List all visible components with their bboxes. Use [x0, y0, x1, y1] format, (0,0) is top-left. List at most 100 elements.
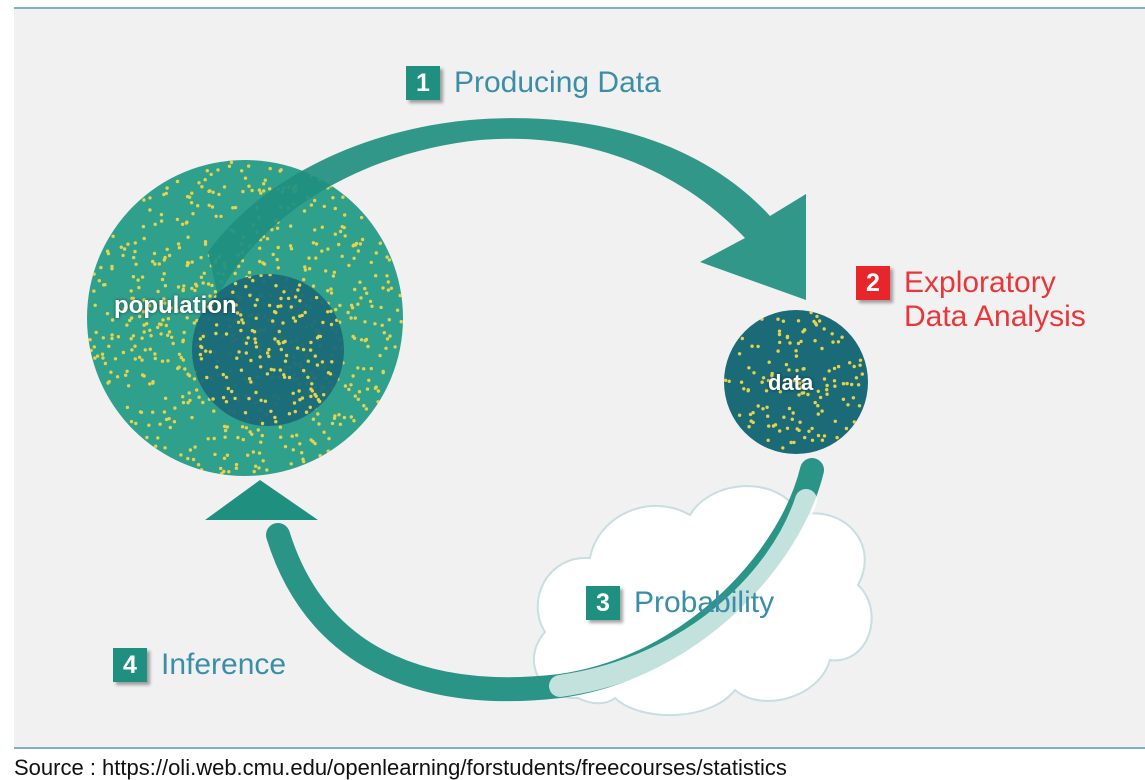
dot: [265, 351, 270, 355]
dot: [340, 225, 344, 229]
dot: [167, 253, 172, 258]
dot: [175, 217, 180, 222]
dot: [333, 232, 337, 236]
dot: [322, 393, 326, 397]
dot: [776, 317, 780, 321]
dot: [795, 368, 799, 373]
dot: [790, 417, 794, 421]
dot: [227, 164, 232, 168]
dot: [199, 275, 204, 279]
dot: [331, 274, 336, 278]
dot: [121, 253, 125, 258]
dot: [153, 222, 157, 226]
dot: [342, 415, 347, 420]
dot: [162, 310, 166, 314]
dot: [343, 213, 347, 217]
dot: [801, 330, 805, 334]
dot: [374, 274, 378, 278]
dot: [233, 205, 238, 210]
dot: [208, 294, 212, 298]
dot: [830, 332, 834, 336]
dot: [367, 378, 371, 382]
dot: [260, 421, 265, 426]
dot: [129, 419, 134, 424]
dot: [142, 330, 146, 334]
dot: [338, 422, 343, 426]
dot: [214, 331, 218, 336]
dot: [110, 333, 114, 337]
dot: [369, 366, 373, 371]
dot: [794, 354, 799, 358]
dot: [92, 289, 96, 293]
dot: [766, 438, 770, 442]
dot: [122, 247, 127, 251]
dot: [109, 370, 113, 374]
dot: [356, 397, 360, 401]
dot: [211, 397, 215, 401]
dot: [115, 375, 120, 379]
dot: [141, 310, 146, 314]
dot: [244, 284, 248, 289]
dot: [365, 291, 369, 295]
dot: [129, 289, 133, 293]
dot: [727, 379, 731, 383]
dot: [101, 336, 106, 340]
dot: [827, 369, 831, 373]
dot: [766, 414, 770, 418]
top-rule: [14, 7, 1145, 9]
dot: [142, 236, 146, 241]
dot: [110, 336, 114, 341]
dot: [816, 433, 821, 438]
dot: [770, 374, 774, 378]
dot: [309, 438, 313, 442]
dot: [241, 437, 245, 442]
dot: [333, 206, 337, 211]
dot: [272, 368, 276, 372]
dot: [193, 445, 197, 449]
dot: [110, 318, 115, 322]
dot: [258, 259, 262, 264]
data-label: data: [768, 370, 814, 395]
dot: [362, 367, 366, 371]
dot: [322, 430, 326, 434]
dot: [307, 256, 311, 260]
dot: [143, 348, 147, 352]
dot: [751, 420, 755, 425]
dot: [252, 469, 256, 474]
dot: [854, 376, 859, 380]
dot: [195, 388, 199, 392]
dot: [281, 340, 285, 345]
dot: [297, 283, 302, 287]
dot: [164, 323, 168, 328]
dot: [133, 357, 137, 361]
dot: [157, 262, 161, 266]
dot: [760, 380, 764, 384]
dot: [199, 255, 203, 260]
dot: [778, 429, 782, 433]
dot: [358, 242, 363, 246]
dot: [334, 307, 338, 312]
dot: [327, 436, 331, 441]
dot: [338, 229, 343, 234]
dot: [193, 288, 197, 293]
step-3-label: Probability: [634, 586, 775, 619]
dot: [163, 446, 167, 450]
dot: [237, 264, 241, 268]
dot: [257, 188, 262, 192]
dot: [807, 429, 811, 433]
step-3-badge: 3: [586, 586, 620, 620]
dot: [373, 322, 377, 326]
dot: [777, 329, 782, 333]
dot: [381, 286, 385, 290]
dot: [166, 333, 170, 337]
dot: [187, 391, 191, 395]
dot: [237, 350, 241, 354]
dot: [224, 332, 229, 336]
dot: [186, 456, 190, 461]
dot: [389, 286, 394, 290]
dot: [162, 272, 166, 276]
dot: [165, 247, 169, 251]
dot: [767, 360, 771, 364]
dot: [797, 393, 801, 397]
dot: [748, 412, 753, 417]
